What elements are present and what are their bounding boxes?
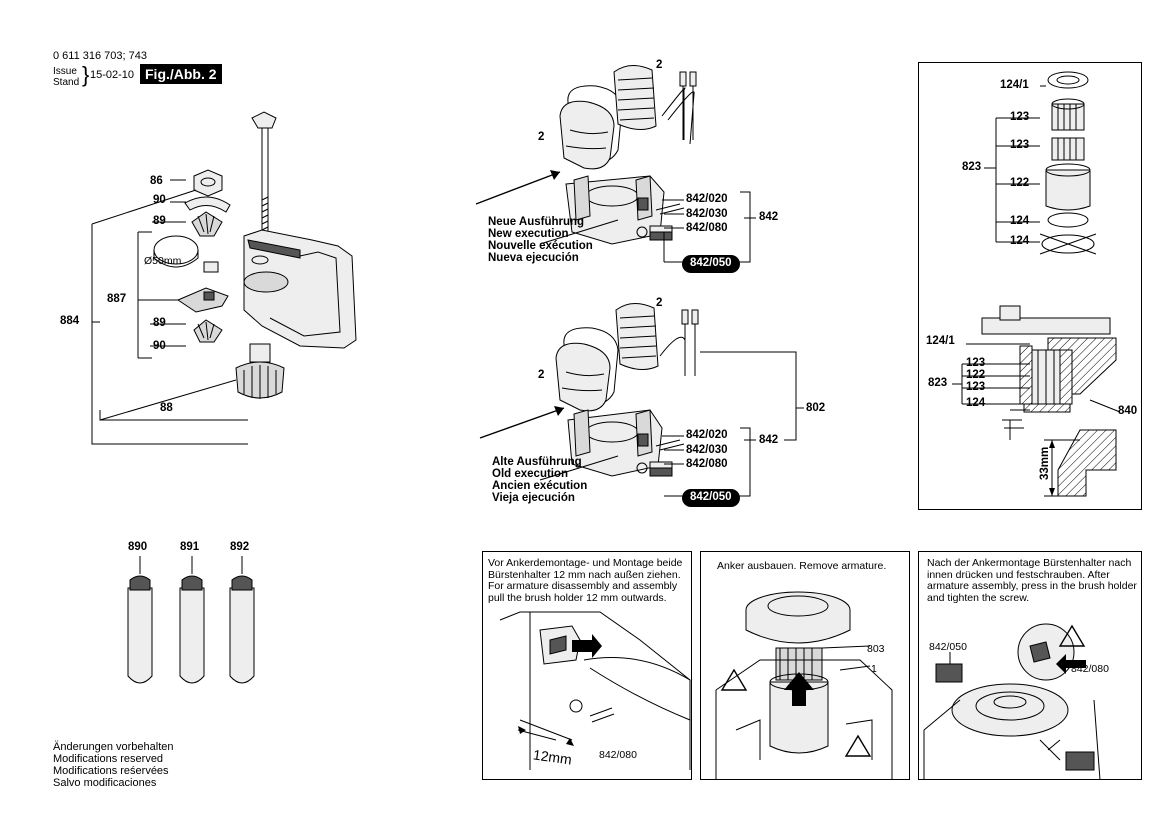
bearing-detail-panel xyxy=(918,62,1142,510)
old-caption-en: Old execution xyxy=(492,468,569,480)
old-part-802: 802 xyxy=(806,402,826,414)
old-part-842-030: 842/030 xyxy=(686,444,728,456)
issue-label-1: Issue xyxy=(53,66,77,77)
brush-holder-old-drawing xyxy=(479,303,804,497)
issue-label-2: Stand xyxy=(53,77,80,88)
label-90-upper: 90 xyxy=(153,194,166,206)
new-part-842-020: 842/020 xyxy=(686,193,728,205)
section-label-123-a: 123 xyxy=(966,357,986,369)
step1-text-en: For armature disassembly and assembly pu… xyxy=(488,580,678,604)
step1-dimension-12mm: 12mm xyxy=(532,746,573,768)
label-124-a: 124 xyxy=(1010,215,1030,227)
step2-text: Anker ausbauen. Remove armature. xyxy=(717,560,887,572)
section-label-124-1: 124/1 xyxy=(926,335,955,347)
old-label-2-top: 2 xyxy=(656,297,663,309)
part-number: 0 611 316 703; 743 xyxy=(53,50,147,62)
new-execution-caption: Neue Ausführung New execution Nouvelle e… xyxy=(488,216,593,264)
issue-date: 15-02-10 xyxy=(90,69,135,81)
step3-part-842-080: 842/080 xyxy=(1071,663,1109,675)
new-part-842: 842 xyxy=(759,211,779,223)
footer-line-es: Salvo modificaciones xyxy=(53,777,157,789)
step1-text: Vor Ankerdemontage- und Montage beide Bü… xyxy=(488,557,688,604)
old-part-842-020: 842/020 xyxy=(686,429,728,441)
old-part-842-050: 842/050 xyxy=(682,489,740,507)
old-caption-es: Vieja ejecución xyxy=(492,492,575,504)
step3-text: Nach der Ankermontage Bürstenhalter nach… xyxy=(927,557,1139,604)
tube-label-891: 891 xyxy=(180,541,200,553)
step1-drawing xyxy=(499,611,691,770)
section-label-124: 124 xyxy=(966,397,986,409)
new-label-2-top: 2 xyxy=(656,59,663,71)
label-89-lower: 89 xyxy=(153,317,166,329)
label-86: 86 xyxy=(150,175,163,187)
footer-line-en: Modifications reserved xyxy=(53,753,164,765)
label-diameter: Ø50mm xyxy=(144,255,182,267)
tube-label-892: 892 xyxy=(230,541,250,553)
label-122: 122 xyxy=(1010,177,1030,189)
grease-tubes-drawing xyxy=(127,556,255,684)
new-part-842-050: 842/050 xyxy=(682,255,740,273)
figure-badge: Fig./Abb. 2 xyxy=(140,64,222,84)
new-label-2-left: 2 xyxy=(538,131,545,143)
label-124-b: 124 xyxy=(1010,235,1030,247)
old-caption-fr: Ancien exécution xyxy=(492,480,588,492)
new-caption-fr: Nouvelle exécution xyxy=(488,240,593,252)
step2-part-1: 1 xyxy=(871,663,877,675)
step3-drawing xyxy=(923,623,1101,781)
label-123-b: 123 xyxy=(1010,139,1030,151)
bearing-detail-drawing xyxy=(952,71,1121,497)
section-label-122: 122 xyxy=(966,369,986,381)
step3-text-en: After armature assembly, press in the br… xyxy=(927,568,1137,604)
tube-label-890: 890 xyxy=(128,541,148,553)
step3-text-de: Nach der Ankermontage Bürstenhalter nach… xyxy=(927,557,1132,581)
step2-drawing xyxy=(715,591,893,780)
new-caption-es: Nueva ejecución xyxy=(488,252,579,264)
label-89-upper: 89 xyxy=(153,215,166,227)
step1-text-de: Vor Ankerdemontage- und Montage beide Bü… xyxy=(488,557,683,581)
section-label-123-b: 123 xyxy=(966,381,986,393)
brush-holder-new-drawing xyxy=(475,65,756,263)
new-part-842-030: 842/030 xyxy=(686,208,728,220)
label-887: 887 xyxy=(107,293,127,305)
label-884: 884 xyxy=(60,315,80,327)
label-88: 88 xyxy=(160,402,173,414)
footer-line-de: Änderungen vorbehalten xyxy=(53,741,174,753)
dimension-33mm: 33mm xyxy=(1039,446,1051,480)
section-label-823: 823 xyxy=(928,377,948,389)
old-caption-de: Alte Ausführung xyxy=(492,456,582,468)
instruction-step3-panel: Nach der Ankermontage Bürstenhalter nach… xyxy=(918,551,1142,780)
instruction-step2-panel: Anker ausbauen. Remove armature. 803 1 xyxy=(700,551,910,780)
old-part-842-080: 842/080 xyxy=(686,458,728,470)
footer-disclaimer: Änderungen vorbehalten Modifications res… xyxy=(53,741,173,789)
issue-label: Issue Stand xyxy=(53,66,79,88)
step2-part-803: 803 xyxy=(867,643,885,655)
old-part-842: 842 xyxy=(759,434,779,446)
new-caption-en: New execution xyxy=(488,228,569,240)
step3-part-842-050: 842/050 xyxy=(929,641,967,653)
auxiliary-handle-assembly xyxy=(91,111,357,445)
label-90-lower: 90 xyxy=(153,340,166,352)
old-execution-caption: Alte Ausführung Old execution Ancien exé… xyxy=(492,456,587,504)
step1-part-842-080: 842/080 xyxy=(599,749,637,761)
new-caption-de: Neue Ausführung xyxy=(488,216,585,228)
old-label-2-left: 2 xyxy=(538,369,545,381)
section-label-840: 840 xyxy=(1118,405,1138,417)
label-123-a: 123 xyxy=(1010,111,1030,123)
brace-glyph: } xyxy=(82,62,90,87)
instruction-step1-panel: Vor Ankerdemontage- und Montage beide Bü… xyxy=(482,551,692,780)
footer-line-fr: Modifications reśervées xyxy=(53,765,169,777)
label-823-top: 823 xyxy=(962,161,982,173)
new-part-842-080: 842/080 xyxy=(686,222,728,234)
label-124-1-top: 124/1 xyxy=(1000,79,1029,91)
